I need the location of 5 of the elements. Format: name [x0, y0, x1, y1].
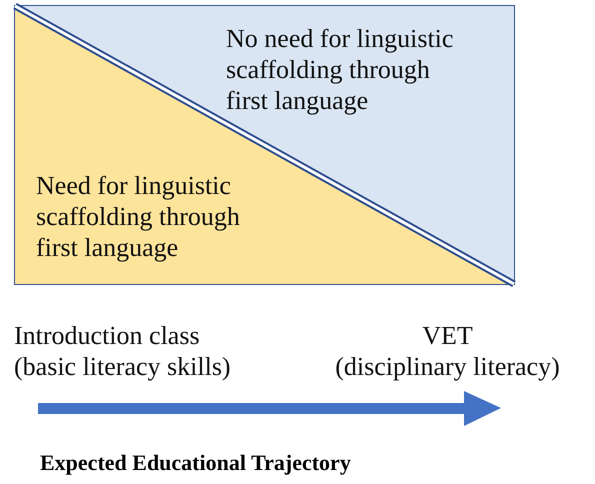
stage-label: Introduction class (basic literacy skills)	[14, 320, 232, 382]
area-text: Need for linguistic scaffolding through first language	[36, 170, 241, 263]
area-text: No need for linguistic scaffolding through first language	[226, 23, 454, 116]
stage-label: VET (disciplinary literacy)	[334, 320, 561, 382]
caption: Expected Educational Trajectory	[40, 450, 351, 476]
